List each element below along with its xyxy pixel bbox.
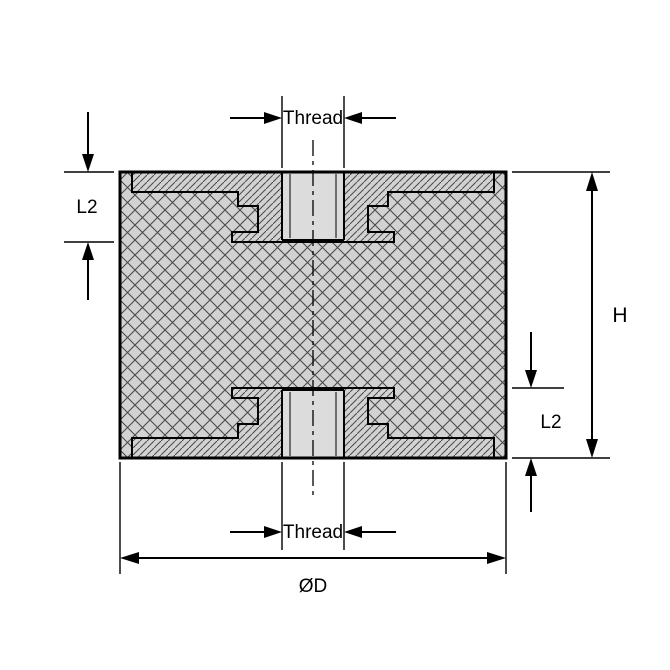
diameter-label: ØD xyxy=(299,576,328,597)
arrow-right-icon xyxy=(264,526,282,538)
arrow-right-icon xyxy=(487,552,506,564)
arrow-left-icon xyxy=(344,112,362,124)
arrow-up-icon xyxy=(586,172,598,191)
arrow-up-icon xyxy=(82,242,94,260)
arrow-down-icon xyxy=(586,439,598,458)
dim-thread-bottom: Thread xyxy=(230,462,396,550)
height-label: H xyxy=(612,304,627,327)
arrow-up-icon xyxy=(525,458,537,476)
arrow-left-icon xyxy=(120,552,139,564)
arrow-right-icon xyxy=(264,112,282,124)
dim-diameter: ØD xyxy=(119,462,507,597)
dim-height: H xyxy=(512,171,628,459)
thread-bottom-label: Thread xyxy=(283,522,343,543)
dim-l2-bottom-right: L2 xyxy=(512,332,564,512)
thread-top-label: Thread xyxy=(283,108,343,129)
dim-thread-top: Thread xyxy=(230,96,396,168)
arrow-down-icon xyxy=(82,154,94,172)
arrow-down-icon xyxy=(525,370,537,388)
dim-l2-top-left: L2 xyxy=(64,112,114,300)
l2-bottom-right-label: L2 xyxy=(540,412,561,433)
arrow-left-icon xyxy=(344,526,362,538)
l2-top-left-label: L2 xyxy=(76,197,97,218)
